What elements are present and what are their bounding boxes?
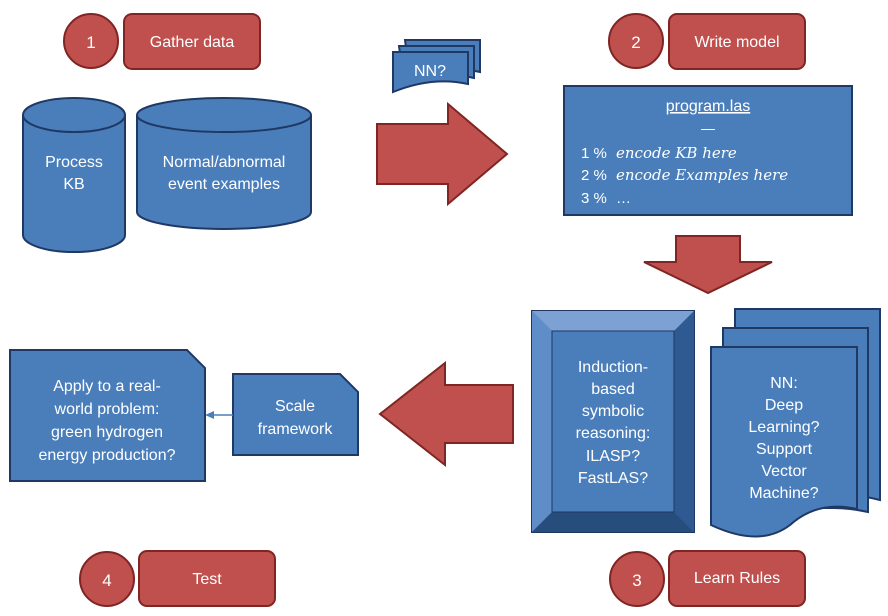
step-4-label-box xyxy=(138,550,276,607)
program-line-3-num: 3 % xyxy=(581,190,607,207)
step-3-label-box xyxy=(668,550,806,607)
symbolic-line-5: ILASP? xyxy=(586,448,640,465)
symbolic-line-4: reasoning: xyxy=(576,425,651,442)
step-1-badge xyxy=(63,13,119,69)
arrow-left xyxy=(378,360,514,468)
program-separator: — xyxy=(701,120,715,136)
examples-cylinder: Normal/abnormal event examples xyxy=(136,97,312,230)
scale-line-1: Scale xyxy=(275,398,315,415)
program-line-3-text: … xyxy=(616,190,631,207)
step-1-number: 1 xyxy=(86,33,95,52)
program-line-2-num: 2 % xyxy=(581,167,607,184)
arrow-down xyxy=(643,235,773,295)
step-2-badge xyxy=(608,13,664,69)
step-2-number: 2 xyxy=(631,33,640,52)
step-1-label: Gather data xyxy=(150,34,235,51)
step-3-number: 3 xyxy=(632,571,641,590)
nn-learn-line-4: Support xyxy=(756,441,813,458)
process-kb-cylinder: Process KB xyxy=(22,97,126,253)
nn-learn-multidocument: NN: Deep Learning? Support Vector Machin… xyxy=(710,308,881,538)
program-line-2-text: encode Examples here xyxy=(616,166,788,184)
symbolic-reasoning-box: Induction- based symbolic reasoning: ILA… xyxy=(531,310,695,533)
program-box: program.las — 1 % encode KB here 2 % enc… xyxy=(563,85,853,216)
nn-learn-line-6: Machine? xyxy=(749,485,818,502)
nn-learn-line-5: Vector xyxy=(761,463,807,480)
examples-line-2: event examples xyxy=(168,176,280,193)
scale-framework-box: Scale framework xyxy=(232,373,359,456)
apply-line-1: Apply to a real- xyxy=(53,378,161,395)
nn-multidocument: NN? xyxy=(392,39,481,94)
step-2-label-box xyxy=(668,13,806,70)
nn-learn-line-1: NN: xyxy=(770,375,798,392)
program-line-1-num: 1 % xyxy=(581,145,607,162)
nn-learn-line-2: Deep xyxy=(765,397,803,414)
step-4-badge xyxy=(79,551,135,607)
symbolic-line-6: FastLAS? xyxy=(578,470,648,487)
scale-line-2: framework xyxy=(258,421,334,438)
apply-line-3: green hydrogen xyxy=(51,424,163,441)
nn-doc-label: NN? xyxy=(414,63,446,80)
step-4-number: 4 xyxy=(102,571,111,590)
step-4-label: Test xyxy=(192,571,222,588)
step-2-label: Write model xyxy=(694,34,779,51)
examples-line-1: Normal/abnormal xyxy=(163,154,286,171)
process-kb-line-2: KB xyxy=(63,176,84,193)
step-1-label-box xyxy=(123,13,261,70)
process-kb-line-1: Process xyxy=(45,154,103,171)
symbolic-line-2: based xyxy=(591,381,635,398)
apply-line-2: world problem: xyxy=(54,401,160,418)
apply-box: Apply to a real- world problem: green hy… xyxy=(9,349,206,482)
connector-arrow xyxy=(205,411,233,419)
nn-learn-line-3: Learning? xyxy=(748,419,819,436)
step-3-label: Learn Rules xyxy=(694,570,780,587)
step-3-badge xyxy=(609,551,665,607)
symbolic-line-1: Induction- xyxy=(578,359,648,376)
program-line-1-text: encode KB here xyxy=(616,144,737,162)
symbolic-line-3: symbolic xyxy=(582,403,644,420)
program-filename: program.las xyxy=(666,98,750,115)
apply-line-4: energy production? xyxy=(39,447,176,464)
arrow-right xyxy=(376,101,509,207)
